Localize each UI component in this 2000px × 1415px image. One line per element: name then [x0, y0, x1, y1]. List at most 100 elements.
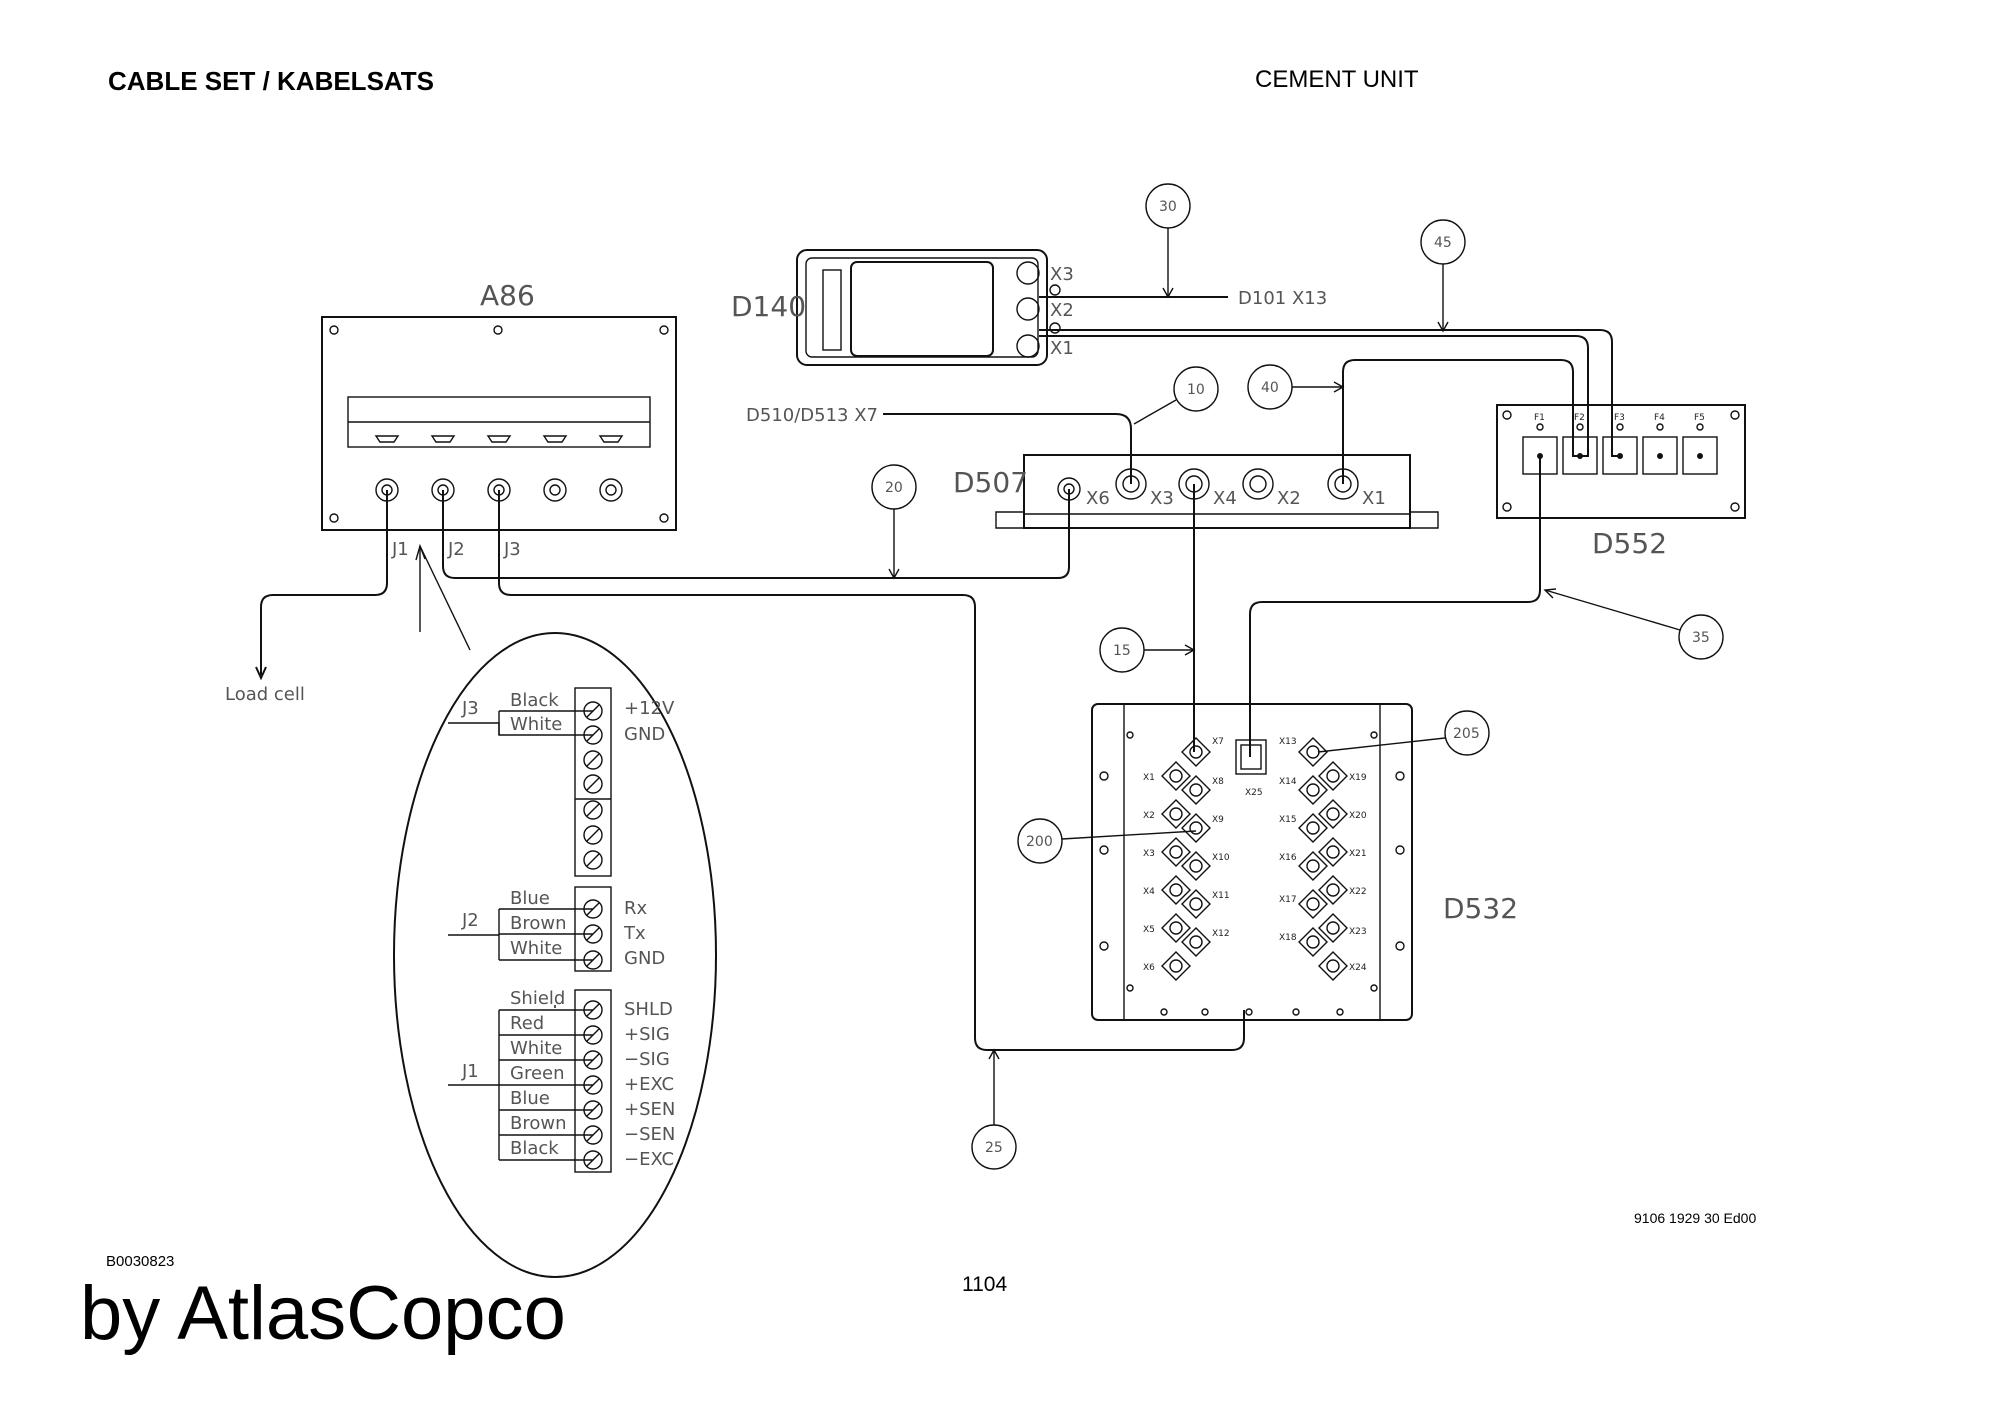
a86-port-j3: J3 — [503, 539, 521, 560]
d532-connector — [1318, 761, 1348, 791]
d532-connector-pin — [1306, 783, 1320, 797]
cable-35 — [1249, 456, 1541, 757]
screw-slot — [586, 777, 600, 791]
d140-port-x3: X3 — [1050, 264, 1074, 285]
cables — [255, 296, 1620, 1051]
j1-signal-plus-exc: +EXC — [624, 1074, 674, 1095]
d532-connector-pin — [1189, 783, 1203, 797]
j1-wire-blue: Blue — [510, 1088, 550, 1109]
d532-port-x9: X9 — [1212, 815, 1224, 825]
d532-port-x2: X2 — [1143, 811, 1155, 821]
d532-connector-pin — [1326, 959, 1340, 973]
ref-d510-d513-x7: D510/D513 X7 — [746, 405, 878, 426]
d532-connector — [1161, 837, 1191, 867]
d532-connector — [1298, 927, 1328, 957]
j1-signal-minus-sen: −SEN — [624, 1124, 675, 1145]
d532-connector — [1161, 799, 1191, 829]
terminal-detail: J3 Black White +12V GND J2 Blue Brown Wh… — [393, 543, 717, 1278]
screw-slot — [586, 853, 600, 867]
d552-port-f5: F5 — [1694, 413, 1705, 423]
d532-port-x8: X8 — [1212, 777, 1224, 787]
d532-connector-pin — [1306, 745, 1320, 759]
d507-label: D507 — [953, 466, 1028, 499]
d532-connector-pin — [1169, 959, 1183, 973]
d140-label: D140 — [731, 290, 806, 323]
d532-port-x20: X20 — [1349, 811, 1367, 821]
d532-connector — [1318, 837, 1348, 867]
callout-200: 200 — [1026, 834, 1053, 850]
callout-35: 35 — [1692, 630, 1710, 646]
d507-port-x1: X1 — [1362, 488, 1386, 509]
j1-signal-shld: SHLD — [624, 999, 673, 1020]
d532-connector — [1318, 913, 1348, 943]
d532-connector-pin — [1189, 897, 1203, 911]
d532-connector — [1181, 775, 1211, 805]
d532-port-x23: X23 — [1349, 927, 1367, 937]
d532-port-x19: X19 — [1349, 773, 1367, 783]
d532-port-x11: X11 — [1212, 891, 1230, 901]
screw-terminal — [583, 825, 603, 845]
d532-connector — [1318, 875, 1348, 905]
d532-connector — [1181, 737, 1211, 767]
d532-connector-pin — [1326, 921, 1340, 935]
d140-port-x1: X1 — [1050, 338, 1074, 359]
page-title: CABLE SET / KABELSATS — [108, 66, 434, 96]
d532-port-x15: X15 — [1279, 815, 1297, 825]
d532-port-x1: X1 — [1143, 773, 1155, 783]
screw-slot — [586, 803, 600, 817]
j1-signal-plus-sig: +SIG — [624, 1024, 670, 1045]
cable-40 — [1342, 359, 1580, 484]
d532-connector — [1161, 951, 1191, 981]
j2-wire-white: White — [510, 938, 562, 959]
d532-connector-pin — [1306, 897, 1320, 911]
section-title: CEMENT UNIT — [1255, 66, 1419, 93]
cable-load-cell — [260, 490, 388, 675]
d532-port-x14: X14 — [1279, 777, 1297, 787]
j1-wire-brown: Brown — [510, 1113, 567, 1134]
d552-port-f1: F1 — [1534, 413, 1545, 423]
screw-terminal — [583, 800, 603, 820]
d552-port-f4: F4 — [1654, 413, 1665, 423]
d532-connector — [1298, 775, 1328, 805]
d552-label: D552 — [1592, 527, 1667, 560]
d532-connector — [1318, 799, 1348, 829]
j1-wire-black: Black — [510, 1138, 559, 1159]
screw-terminal — [583, 774, 603, 794]
d552-port-f3: F3 — [1614, 413, 1625, 423]
j1-signal-minus-exc: −EXC — [624, 1149, 674, 1170]
d532-connector-pin — [1169, 921, 1183, 935]
j3-label: J3 — [461, 698, 479, 719]
cable-25 — [498, 490, 1245, 1051]
d532-port-x5: X5 — [1143, 925, 1155, 935]
j2-signal-gnd: GND — [624, 948, 665, 969]
d532-port-x13: X13 — [1279, 737, 1297, 747]
j1-label: J1 — [461, 1061, 479, 1082]
component-d532: D532 X25 X1 X2 X3 X4 X5 X6 X7 X8 X9 X10 … — [1091, 703, 1518, 1021]
d532-label: D532 — [1443, 892, 1518, 925]
page-number: 1104 — [962, 1273, 1008, 1296]
d532-connector-pin — [1326, 845, 1340, 859]
callouts: 30 45 10 40 20 35 15 205 — [871, 183, 1724, 1170]
d140-port-x2: X2 — [1050, 300, 1074, 321]
d532-connector — [1318, 951, 1348, 981]
d532-port-x24: X24 — [1349, 963, 1367, 973]
j2-wire-brown: Brown — [510, 913, 567, 934]
j1-wire-white: White — [510, 1038, 562, 1059]
a86-port-j1: J1 — [391, 539, 409, 560]
d532-connector — [1298, 851, 1328, 881]
callout-40: 40 — [1261, 380, 1279, 396]
d532-connector — [1181, 813, 1211, 843]
d507-port-x6: X6 — [1086, 488, 1110, 509]
screw-terminal — [583, 850, 603, 870]
callout-20: 20 — [885, 480, 903, 496]
callout-15: 15 — [1113, 643, 1131, 659]
ref-load-cell: Load cell — [225, 684, 305, 705]
j2-signal-tx: Tx — [623, 923, 646, 944]
d532-connector-pin — [1169, 845, 1183, 859]
d507-port-x2: X2 — [1277, 488, 1301, 509]
d552-port-f2: F2 — [1574, 413, 1585, 423]
d532-connector — [1298, 813, 1328, 843]
d532-port-x6: X6 — [1143, 963, 1155, 973]
j2-wire-blue: Blue — [510, 888, 550, 909]
